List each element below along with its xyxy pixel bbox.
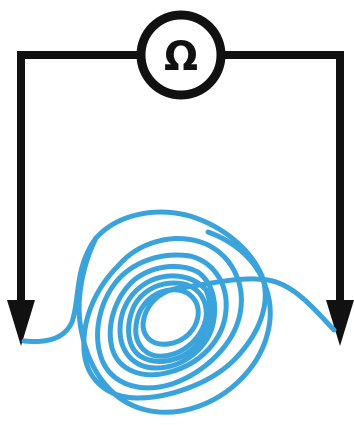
meter-symbol-label: Ω	[164, 34, 198, 80]
right-lead-wire	[222, 55, 340, 312]
ohmmeter-icon: Ω	[141, 15, 221, 95]
tangled-coil	[24, 212, 334, 412]
